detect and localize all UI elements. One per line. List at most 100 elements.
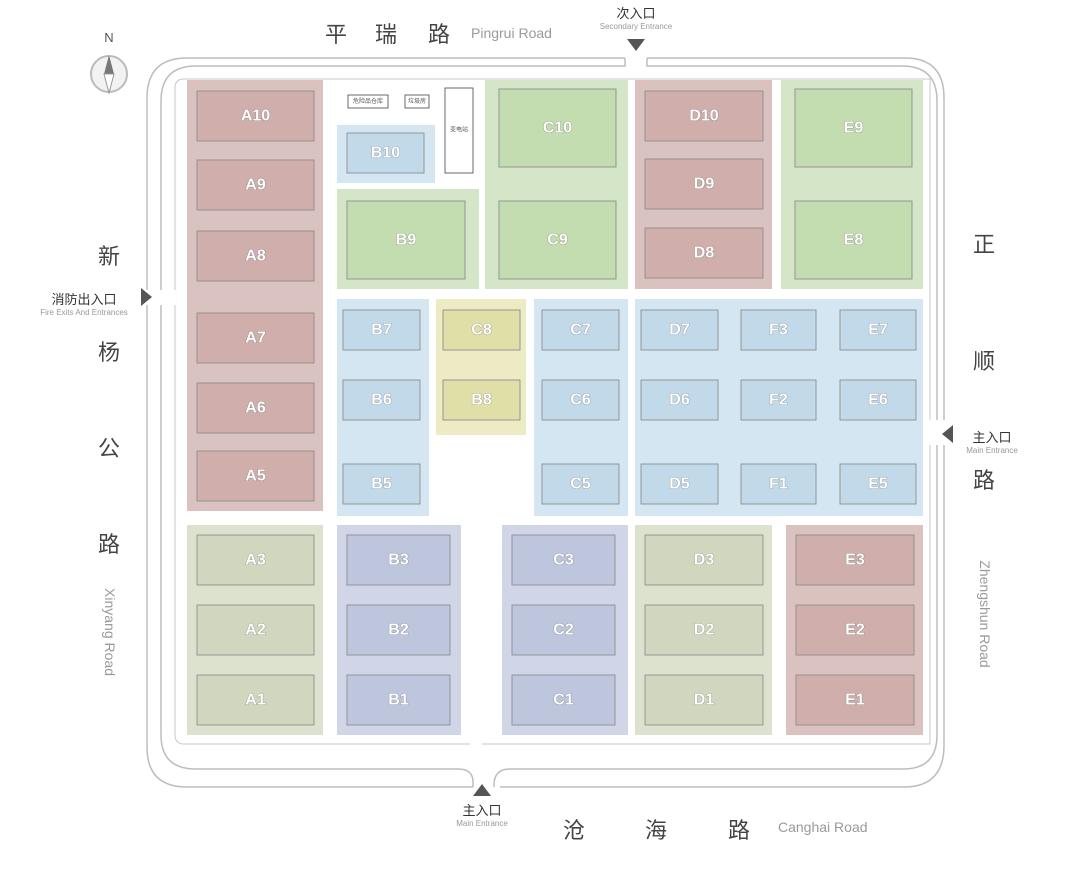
booth-c3[interactable]: C3 [511,534,616,586]
booth-e8[interactable]: E8 [794,200,913,280]
booth-a1[interactable]: A1 [196,674,315,726]
booth-a2[interactable]: A2 [196,604,315,656]
booth-e8-box[interactable] [794,200,913,280]
booth-a8[interactable]: A8 [196,230,315,282]
booth-e9[interactable]: E9 [794,88,913,168]
booth-c5[interactable]: C5 [541,463,620,505]
booth-c1[interactable]: C1 [511,674,616,726]
booth-d3[interactable]: D3 [644,534,764,586]
booth-c5-box[interactable] [541,463,620,505]
east-entrance-cn: 主入口 [972,431,1012,446]
booth-b10-box[interactable] [346,132,425,174]
booth-c8[interactable]: C8 [442,309,521,351]
booth-d5-box[interactable] [640,463,719,505]
booth-a9-label: A9 [245,177,266,194]
booth-c3-box[interactable] [511,534,616,586]
booth-e6-box[interactable] [839,379,917,421]
booth-c1-box[interactable] [511,674,616,726]
booth-e2[interactable]: E2 [795,604,915,656]
booth-a10[interactable]: A10 [196,90,315,142]
booth-d8-box[interactable] [644,227,764,279]
booth-b5[interactable]: B5 [342,463,421,505]
booth-b8[interactable]: B8 [442,379,521,421]
booth-c7[interactable]: C7 [541,309,620,351]
booth-d9-box[interactable] [644,158,764,210]
booth-f1[interactable]: F1 [740,463,817,505]
booth-b7-box[interactable] [342,309,421,351]
booth-d7[interactable]: D7 [640,309,719,351]
booth-a6[interactable]: A6 [196,382,315,434]
booth-e5[interactable]: E5 [839,463,917,505]
booth-a5-box[interactable] [196,450,315,502]
booth-b8-box[interactable] [442,379,521,421]
booth-e3[interactable]: E3 [795,534,915,586]
booth-f3-box[interactable] [740,309,817,351]
booth-f2-box[interactable] [740,379,817,421]
booth-e6[interactable]: E6 [839,379,917,421]
booth-c2-box[interactable] [511,604,616,656]
booth-a9-box[interactable] [196,159,315,211]
booth-e9-box[interactable] [794,88,913,168]
booth-f2[interactable]: F2 [740,379,817,421]
booth-a7-box[interactable] [196,312,315,364]
booth-e5-box[interactable] [839,463,917,505]
booth-d8[interactable]: D8 [644,227,764,279]
booth-d1[interactable]: D1 [644,674,764,726]
booth-a7[interactable]: A7 [196,312,315,364]
booth-b6-box[interactable] [342,379,421,421]
booth-d10[interactable]: D10 [644,90,764,142]
booth-d2-box[interactable] [644,604,764,656]
booth-a1-box[interactable] [196,674,315,726]
booth-c9-label: C9 [547,232,568,249]
booth-f3[interactable]: F3 [740,309,817,351]
booth-d9-label: D9 [694,176,715,193]
booth-c9[interactable]: C9 [498,200,617,280]
booth-a9[interactable]: A9 [196,159,315,211]
booth-d5[interactable]: D5 [640,463,719,505]
booth-d2[interactable]: D2 [644,604,764,656]
booth-b6[interactable]: B6 [342,379,421,421]
booth-d7-box[interactable] [640,309,719,351]
booth-e2-box[interactable] [795,604,915,656]
booth-c9-box[interactable] [498,200,617,280]
booth-a3-box[interactable] [196,534,315,586]
booth-b1-box[interactable] [346,674,451,726]
booth-b3[interactable]: B3 [346,534,451,586]
booth-b2-box[interactable] [346,604,451,656]
booth-d6-box[interactable] [640,379,719,421]
booth-a3[interactable]: A3 [196,534,315,586]
booth-a8-box[interactable] [196,230,315,282]
booth-b7[interactable]: B7 [342,309,421,351]
booth-b5-box[interactable] [342,463,421,505]
booth-d9[interactable]: D9 [644,158,764,210]
booth-c8-box[interactable] [442,309,521,351]
booth-e7-box[interactable] [839,309,917,351]
booth-e7[interactable]: E7 [839,309,917,351]
booth-c6-box[interactable] [541,379,620,421]
booth-c10[interactable]: C10 [498,88,617,168]
booth-c7-box[interactable] [541,309,620,351]
booth-c6[interactable]: C6 [541,379,620,421]
booth-e3-box[interactable] [795,534,915,586]
booth-b9[interactable]: B9 [346,200,466,280]
booth-c10-box[interactable] [498,88,617,168]
booth-a2-box[interactable] [196,604,315,656]
booth-b9-box[interactable] [346,200,466,280]
booth-b2[interactable]: B2 [346,604,451,656]
booth-d1-box[interactable] [644,674,764,726]
booth-b3-box[interactable] [346,534,451,586]
booth-f1-box[interactable] [740,463,817,505]
booth-a5[interactable]: A5 [196,450,315,502]
booth-b1[interactable]: B1 [346,674,451,726]
booth-d10-box[interactable] [644,90,764,142]
booth-c2[interactable]: C2 [511,604,616,656]
booth-a1-label: A1 [245,692,266,709]
booth-e1[interactable]: E1 [795,674,915,726]
booth-d3-box[interactable] [644,534,764,586]
booth-a6-box[interactable] [196,382,315,434]
booth-e1-box[interactable] [795,674,915,726]
east-entrance-en: Main Entrance [966,446,1018,455]
booth-b10[interactable]: B10 [346,132,425,174]
booth-a10-box[interactable] [196,90,315,142]
booth-d6[interactable]: D6 [640,379,719,421]
